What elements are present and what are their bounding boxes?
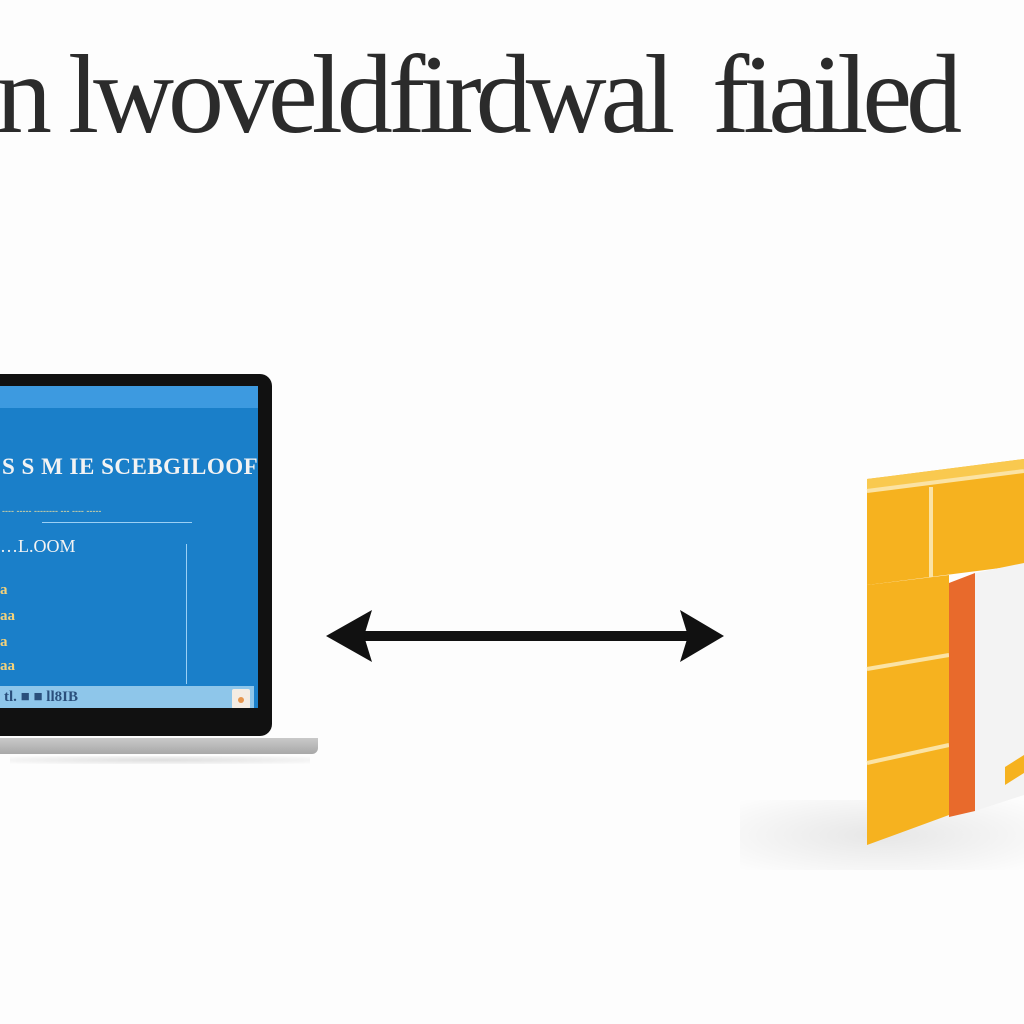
wall-lintel-top xyxy=(867,459,1024,491)
screen-footer-bar: tl. ■ ■ ll8IB xyxy=(0,686,254,708)
screen-footer-text: tl. ■ ■ ll8IB xyxy=(4,689,78,705)
screen-list-item: a xyxy=(0,634,8,650)
screen-list-item: a xyxy=(0,582,8,598)
wall-base-brick xyxy=(1005,755,1024,785)
screen-field-label: …L.OOM xyxy=(0,536,76,556)
headline-part: fiailed xyxy=(712,40,962,150)
brick-wall-icon xyxy=(866,459,1024,845)
laptop-base xyxy=(0,738,318,754)
headline-title: n lwoveld firdwal fiailed xyxy=(0,40,1024,150)
screen-subheading: ---- ----- -------- --- ---- ----- xyxy=(2,506,102,516)
screen-title-bar xyxy=(0,386,258,408)
arrow-head-left xyxy=(326,610,372,662)
headline-part: n lwoveld xyxy=(0,40,393,150)
screen-vertical-divider xyxy=(186,544,187,684)
screen-list-item: aa xyxy=(0,608,15,624)
wall-opening xyxy=(975,563,1024,811)
wall-brick-line xyxy=(866,469,1024,493)
screen-divider xyxy=(42,522,192,523)
wall-pillar xyxy=(867,575,949,845)
arrow-shaft xyxy=(364,631,690,641)
headline-part: firdwal xyxy=(388,40,675,150)
wall-brick-line xyxy=(866,653,950,671)
wall-brick-line xyxy=(866,743,950,765)
wall-inner-edge xyxy=(949,573,975,817)
laptop-icon: S S M IE SCEBGILOOF ---- ----- -------- … xyxy=(0,374,320,774)
double-headed-arrow-icon xyxy=(326,610,724,662)
screen-list-item: aa xyxy=(0,658,15,674)
screen-footer-icon xyxy=(232,689,250,708)
laptop-screen: S S M IE SCEBGILOOF ---- ----- -------- … xyxy=(0,386,258,708)
laptop-shadow xyxy=(10,756,310,764)
wall-lintel xyxy=(867,459,1024,585)
laptop-screen-bezel: S S M IE SCEBGILOOF ---- ----- -------- … xyxy=(0,374,272,736)
screen-heading: S S M IE SCEBGILOOF xyxy=(2,454,258,479)
arrow-head-right xyxy=(680,610,724,662)
